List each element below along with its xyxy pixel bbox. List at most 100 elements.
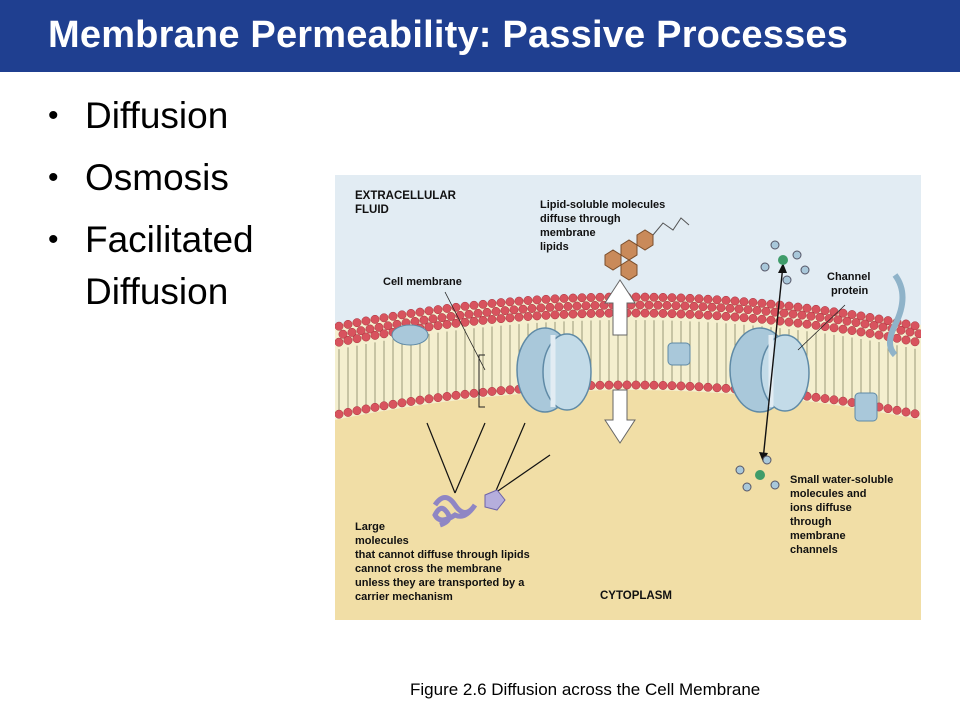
lipid-head bbox=[352, 318, 362, 328]
lipid-head bbox=[442, 319, 452, 329]
lipid-head bbox=[766, 315, 776, 325]
lipid-head bbox=[491, 307, 501, 316]
lipid-head bbox=[500, 306, 510, 316]
arrowhead-icon bbox=[759, 452, 768, 462]
lipid-head bbox=[595, 380, 605, 390]
lipid-head bbox=[595, 308, 605, 318]
lipid-head bbox=[653, 300, 663, 310]
lipid-head bbox=[761, 306, 771, 316]
bullet-item: • Osmosis bbox=[48, 152, 328, 204]
lipid-soluble-label-line: membrane bbox=[540, 227, 596, 239]
lipid-head bbox=[734, 304, 744, 314]
slide-title: Membrane Permeability: Passive Processes bbox=[48, 14, 849, 56]
lipid-head bbox=[581, 301, 591, 311]
lipid-head bbox=[464, 309, 474, 319]
glycoprotein-chain bbox=[887, 273, 906, 358]
lipid-head bbox=[568, 309, 578, 319]
lipid-head bbox=[541, 310, 551, 320]
lipid-head bbox=[397, 310, 407, 320]
extracellular-label-line: EXTRACELLULAR bbox=[355, 190, 457, 202]
cell-membrane-leader bbox=[444, 291, 486, 371]
lipid-head bbox=[703, 294, 713, 304]
lipid-head bbox=[901, 319, 911, 329]
lipid-head bbox=[820, 306, 830, 316]
bullet-marker: • bbox=[48, 99, 59, 132]
lipid-head bbox=[631, 380, 641, 390]
large-molecule-arrows bbox=[426, 422, 551, 494]
lipid-head bbox=[649, 380, 659, 390]
bullet-list: • Diffusion • Osmosis • Facilitated Diff… bbox=[48, 90, 328, 328]
lipid-head bbox=[505, 313, 515, 323]
lipid-head bbox=[842, 316, 852, 326]
membrane-bracket bbox=[478, 354, 485, 408]
lipid-head bbox=[365, 324, 375, 334]
large-molecules-label-line: molecules bbox=[355, 535, 409, 547]
lipid-head bbox=[532, 295, 542, 305]
bullet-text: Facilitated Diffusion bbox=[85, 219, 254, 312]
lipid-head bbox=[802, 319, 812, 329]
lipid-head bbox=[352, 406, 362, 416]
lipid-head bbox=[815, 312, 825, 322]
lipid-head bbox=[478, 315, 488, 325]
lipid-head bbox=[757, 314, 767, 324]
lipid-head bbox=[509, 305, 519, 315]
lipid-head bbox=[635, 300, 645, 310]
lipid-head bbox=[388, 399, 398, 409]
peripheral-protein bbox=[391, 324, 429, 346]
lipid-head bbox=[806, 311, 816, 321]
lipid-head bbox=[343, 335, 353, 345]
lipid-head bbox=[487, 299, 497, 308]
lipid-head bbox=[865, 313, 875, 322]
lipid-head bbox=[442, 391, 452, 401]
small-molecules-label-line: membrane bbox=[790, 530, 846, 542]
lipid-head bbox=[901, 335, 911, 345]
lipid-head bbox=[586, 309, 596, 318]
lipid-head bbox=[712, 295, 722, 305]
lipid-head bbox=[397, 398, 407, 408]
lipid-head bbox=[572, 301, 582, 311]
lipid-head bbox=[847, 310, 857, 319]
channel-protein-label-line: Channel bbox=[827, 271, 870, 283]
lipid-head bbox=[406, 397, 416, 406]
lipid-head bbox=[622, 380, 632, 390]
lipid-head bbox=[766, 299, 776, 309]
lipid-head bbox=[856, 311, 866, 321]
lipid-head bbox=[415, 395, 425, 405]
lipid-soluble-molecule-icon bbox=[604, 229, 654, 281]
lipid-head bbox=[437, 313, 447, 323]
lipid-head bbox=[694, 382, 704, 392]
bullet-marker: • bbox=[48, 161, 59, 194]
lipid-head bbox=[694, 310, 704, 320]
lipid-head bbox=[536, 303, 546, 313]
lipid-head bbox=[811, 320, 821, 330]
arrowhead-icon bbox=[778, 263, 787, 273]
lipid-head bbox=[883, 316, 893, 326]
lipid-head bbox=[820, 322, 830, 332]
lipid-head bbox=[833, 315, 843, 325]
channel-protein-label-line: protein bbox=[831, 285, 869, 297]
lipid-head bbox=[482, 307, 492, 317]
lipid-head bbox=[784, 317, 794, 327]
lipid-head bbox=[838, 396, 848, 406]
lipid-head bbox=[649, 292, 659, 302]
lipid-head bbox=[743, 305, 753, 315]
lipid-head bbox=[595, 292, 605, 302]
lipid-head bbox=[779, 308, 789, 318]
bullet-item: • Diffusion bbox=[48, 90, 328, 142]
lipid-head bbox=[554, 302, 564, 312]
lipid-head bbox=[640, 292, 650, 302]
lipid-head bbox=[725, 303, 735, 313]
large-molecules-label-line: Large bbox=[355, 521, 385, 533]
lipid-head bbox=[424, 322, 434, 332]
lipid-head bbox=[856, 327, 866, 337]
lipid-head bbox=[631, 308, 641, 318]
lipid-head bbox=[433, 305, 443, 315]
lipid-head bbox=[559, 309, 569, 319]
lipid-head bbox=[419, 315, 429, 325]
lipid-head bbox=[541, 294, 551, 304]
lipid-head bbox=[676, 293, 686, 303]
lipid-head bbox=[662, 300, 672, 310]
lipid-heads-outer bbox=[335, 292, 921, 347]
lipid-head bbox=[797, 310, 807, 320]
lipid-head bbox=[739, 313, 749, 323]
